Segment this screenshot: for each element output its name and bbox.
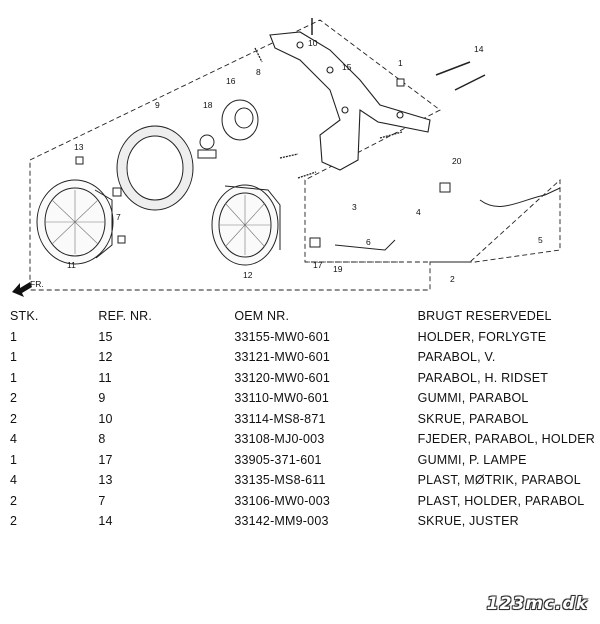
part-name-cell: HOLDER, FORLYGTE [417, 329, 547, 344]
table-row: 1 12 33121-MW0-601 PARABOL, V. [10, 347, 595, 368]
qty-cell: 4 [10, 432, 18, 447]
spring-part-8-c [297, 171, 317, 179]
oem-cell: 33905-371-601 [234, 452, 322, 467]
assembly-outline [29, 19, 561, 291]
part-name-cell: SKRUE, PARABOL [417, 411, 529, 426]
oem-cell: 33114-MS8-871 [234, 411, 326, 426]
table-row: 2 10 33114-MS8-871 SKRUE, PARABOL [10, 409, 595, 430]
part-name-cell: PARABOL, V. [417, 350, 496, 365]
callout-4: 4 [416, 207, 421, 217]
qty-cell: 1 [10, 452, 18, 467]
qty-cell: 2 [10, 411, 18, 426]
site-watermark: 123mc.dk [486, 594, 588, 614]
spring-part-8-a [254, 47, 263, 63]
holder-bracket-part-15 [269, 31, 431, 171]
oem-cell: 33106-MW0-003 [234, 493, 331, 508]
callout-3: 3 [352, 202, 357, 212]
part-name-cell: SKRUE, JUSTER [417, 514, 519, 529]
parts-table: STK. REF. NR. OEM NR. BRUGT RESERVEDEL 1… [10, 306, 595, 532]
exploded-parts-diagram: 1 2 3 4 5 6 7 8 9 10 11 12 13 14 15 16 1… [12, 18, 561, 297]
header-ref-nr: REF. NR. [98, 309, 153, 324]
oem-cell: 33155-MW0-601 [234, 329, 331, 344]
callout-11: 11 [67, 260, 76, 270]
header-part-name: BRUGT RESERVEDEL [417, 309, 552, 324]
ref-cell: 7 [98, 493, 106, 508]
adjust-screw-part-14 [435, 61, 486, 91]
ref-cell: 10 [98, 411, 113, 426]
callout-2: 2 [450, 274, 455, 284]
oem-cell: 33121-MW0-601 [234, 350, 331, 365]
ref-cell: 9 [98, 391, 106, 406]
lamp-harness-part-5 [439, 182, 561, 207]
callout-15: 15 [342, 62, 352, 72]
right-reflector-part-12 [211, 184, 281, 266]
table-row: 2 7 33106-MW0-003 PLAST, HOLDER, PARABOL [10, 491, 595, 512]
callout-18: 18 [203, 100, 213, 110]
callout-20: 20 [452, 156, 462, 166]
nut-part-13-b [117, 235, 126, 244]
callout-17: 17 [313, 260, 323, 270]
callout-9: 9 [155, 100, 160, 110]
callout-12: 12 [243, 270, 253, 280]
oem-cell: 33142-MM9-003 [234, 514, 329, 529]
ref-cell: 8 [98, 432, 106, 447]
oem-cell: 33110-MW0-601 [234, 391, 330, 406]
callout-1: 1 [398, 58, 403, 68]
qty-cell: 1 [10, 370, 18, 385]
ref-cell: 15 [98, 329, 113, 344]
oem-cell: 33135-MS8-611 [234, 473, 326, 488]
table-row: 4 13 33135-MS8-611 PLAST, MØTRIK, PARABOL [10, 470, 595, 491]
qty-cell: 1 [10, 329, 18, 344]
part-name-cell: GUMMI, PARABOL [417, 391, 529, 406]
callout-7: 7 [116, 212, 121, 222]
header-oem-nr: OEM NR. [234, 309, 290, 324]
part-name-cell: PLAST, MØTRIK, PARABOL [417, 473, 581, 488]
ref-cell: 17 [98, 452, 113, 467]
spring-part-8-d [379, 131, 403, 139]
callout-8: 8 [256, 67, 261, 77]
table-row: 1 15 33155-MW0-601 HOLDER, FORLYGTE [10, 327, 595, 348]
ref-cell: 11 [98, 370, 112, 385]
nut-part-1 [396, 78, 405, 87]
ref-cell: 12 [98, 350, 113, 365]
qty-cell: 2 [10, 514, 18, 529]
part-name-cell: PLAST, HOLDER, PARABOL [417, 493, 585, 508]
callout-14: 14 [474, 44, 484, 54]
table-row: 2 14 33142-MM9-003 SKRUE, JUSTER [10, 511, 595, 532]
qty-cell: 2 [10, 493, 18, 508]
qty-cell: 1 [10, 350, 18, 365]
header-qty: STK. [10, 309, 39, 324]
callout-19: 19 [333, 264, 343, 274]
callout-labels: 1 2 3 4 5 6 7 8 9 10 11 12 13 14 15 16 1… [67, 38, 543, 284]
table-row: 4 8 33108-MJ0-003 FJEDER, PARABOL, HOLDER [10, 429, 595, 450]
left-reflector-part-11 [36, 179, 114, 265]
callout-13: 13 [74, 142, 84, 152]
oem-cell: 33120-MW0-601 [234, 370, 331, 385]
table-header-row: STK. REF. NR. OEM NR. BRUGT RESERVEDEL [10, 306, 595, 327]
rubber-ring-part-9 [116, 125, 194, 211]
part-name-cell: FJEDER, PARABOL, HOLDER [417, 432, 595, 447]
table-row: 1 17 33905-371-601 GUMMI, P. LAMPE [10, 450, 595, 471]
table-row: 2 9 33110-MW0-601 GUMMI, PARABOL [10, 388, 595, 409]
nut-part-13-a [75, 156, 84, 165]
position-lamp-assembly-part-3 [309, 237, 396, 251]
ref-cell: 13 [98, 473, 113, 488]
direction-label: FR. [30, 279, 44, 289]
callout-16: 16 [226, 76, 236, 86]
oem-cell: 33108-MJ0-003 [234, 432, 325, 447]
callout-10: 10 [308, 38, 318, 48]
callout-5: 5 [538, 235, 543, 245]
ref-cell: 14 [98, 514, 113, 529]
front-direction-arrow-icon: FR. [12, 279, 44, 297]
bulb-part-18 [197, 134, 217, 159]
holder-part-7 [112, 187, 122, 197]
part-name-cell: PARABOL, H. RIDSET [417, 370, 549, 385]
qty-cell: 2 [10, 391, 18, 406]
spring-part-8-b [279, 153, 299, 159]
part-name-cell: GUMMI, P. LAMPE [417, 452, 527, 467]
callout-6: 6 [366, 237, 371, 247]
qty-cell: 4 [10, 473, 18, 488]
dust-cover-part-16 [221, 99, 259, 141]
